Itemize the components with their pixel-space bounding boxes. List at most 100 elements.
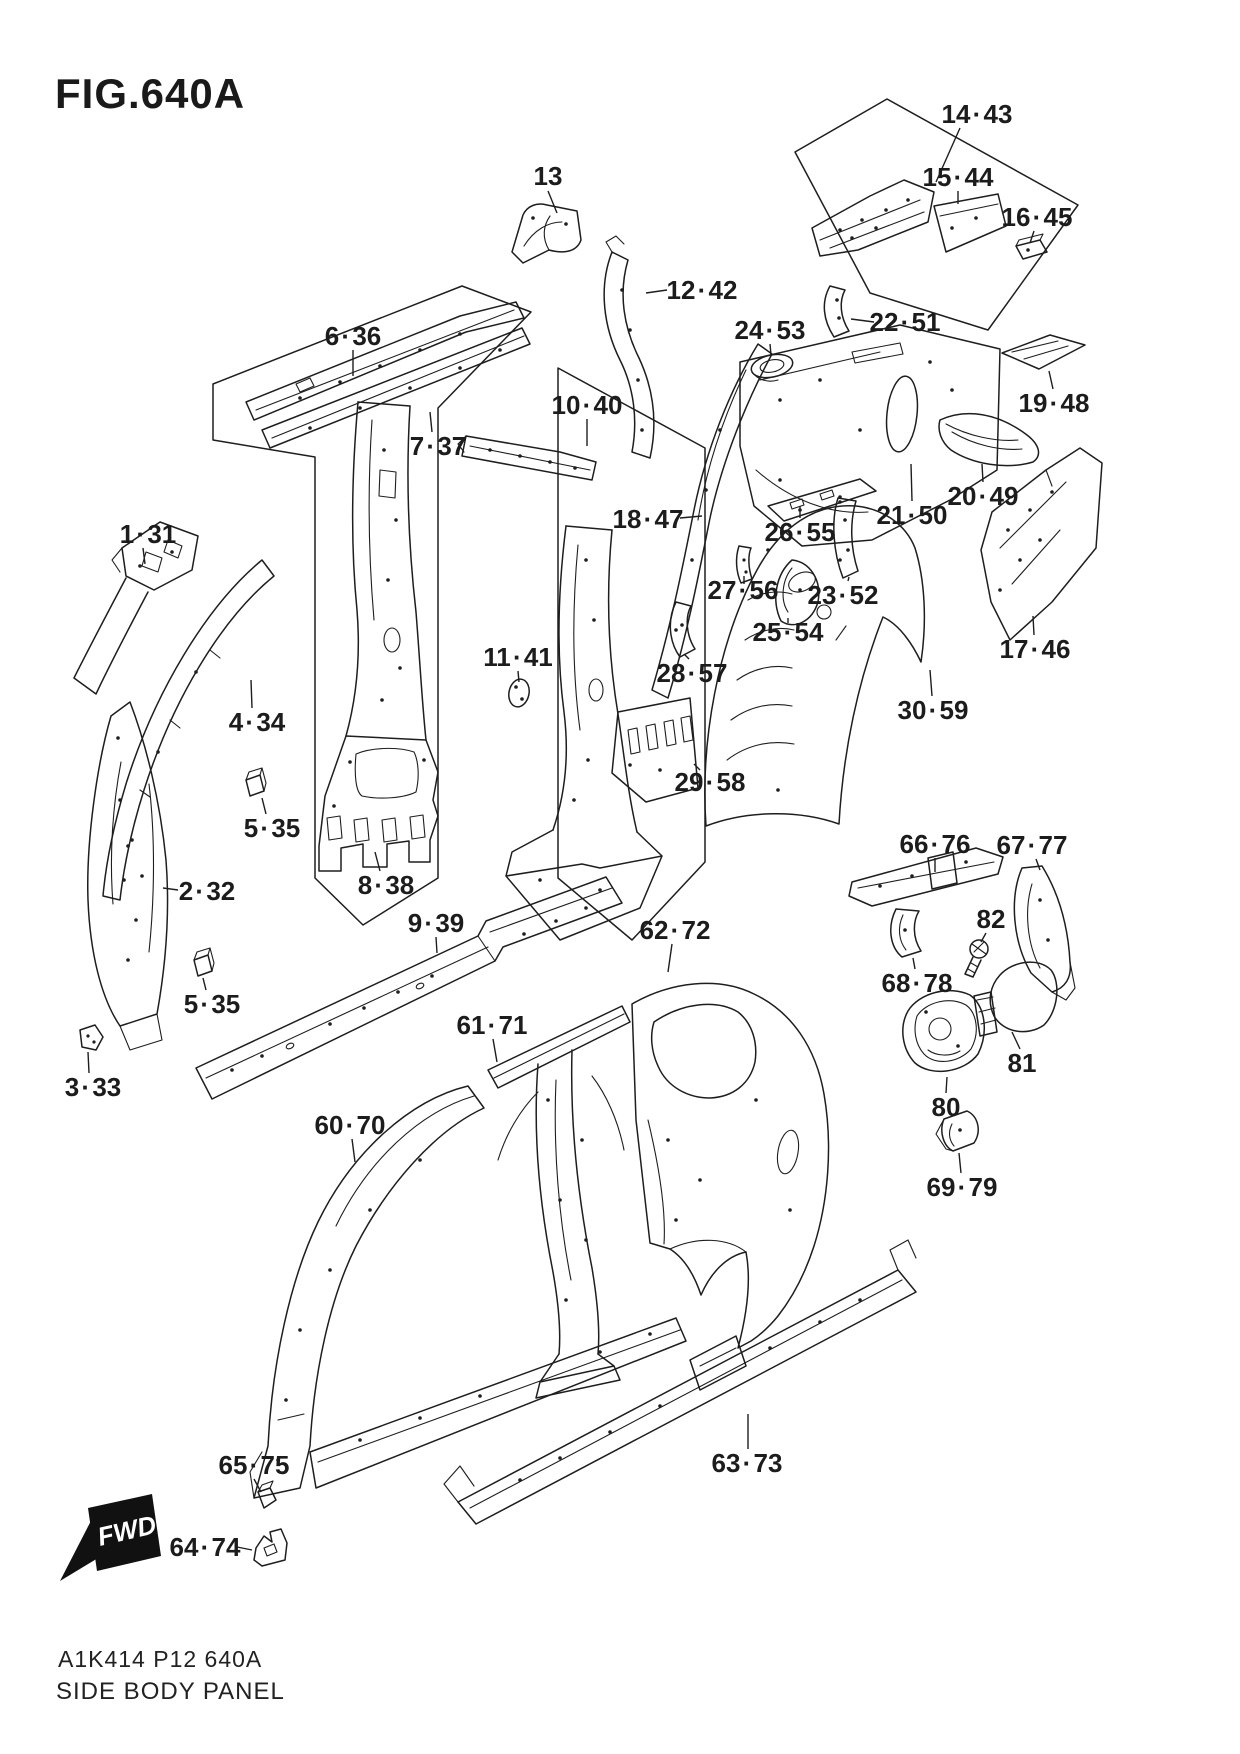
- part-60-front-pillar-section: [249, 1085, 485, 1499]
- part-7-roof-rail-inner: [261, 327, 531, 449]
- part-label-27-56: 27 · 56: [708, 575, 779, 605]
- part-label-69-79: 69 · 79: [927, 1172, 998, 1202]
- part-label-20-49: 20 · 49: [948, 481, 1019, 511]
- part-label-16-45: 16 · 45: [1002, 202, 1073, 232]
- leader-line-82: [980, 932, 987, 943]
- part-label-64-74: 64 · 74: [170, 1532, 241, 1562]
- part-12-pillar-reinforcement: [603, 235, 655, 459]
- leader-line-11-41: [517, 670, 520, 683]
- part-label-25-54: 25 · 54: [753, 617, 824, 647]
- part-label-5-35b: 5 · 35: [184, 989, 241, 1019]
- leader-line-64-74: [236, 1546, 253, 1551]
- leader-line-81: [1011, 1031, 1021, 1050]
- leader-line-2-32: [162, 887, 179, 891]
- leader-line-5-35: [261, 797, 267, 815]
- part-13-quarter-bracket: [511, 203, 582, 264]
- part-label-65-75: 65 · 75: [219, 1450, 290, 1480]
- leader-line-12-42: [645, 289, 668, 294]
- leader-line-29-58: [693, 763, 701, 771]
- part-3-nut: [79, 1024, 104, 1051]
- part-61-roof-rail-section: [487, 1005, 631, 1399]
- construction-box-left: [212, 285, 532, 926]
- part-label-66-76: 66 · 76: [900, 829, 971, 859]
- part-label-1-31: 1 · 31: [120, 519, 177, 549]
- leader-line-67-77: [1035, 858, 1041, 871]
- part-14-rear-rail: [811, 179, 935, 257]
- part-5-clip-lower: [193, 947, 215, 977]
- part-label-61-71: 61 · 71: [457, 1010, 528, 1040]
- part-label-63-73: 63 · 73: [712, 1448, 783, 1478]
- leader-line-1-31: [142, 547, 146, 565]
- part-29-slotted-panel: [611, 697, 699, 803]
- part-label-9-39: 9 · 39: [408, 908, 465, 938]
- part-69-bracket: [935, 1110, 979, 1152]
- part-label-10-40: 10 · 40: [552, 390, 623, 420]
- part-label-28-57: 28 · 57: [657, 658, 728, 688]
- part-label-15-44: 15 · 44: [923, 162, 994, 192]
- leader-line-62-72: [667, 943, 673, 973]
- construction-box-center: [557, 367, 706, 941]
- figure-code: A1K414 P12 640A: [58, 1646, 263, 1672]
- part-80-fuel-housing: [902, 989, 985, 1073]
- part-28-strip: [669, 601, 696, 658]
- part-1-apron-bracket: [73, 521, 199, 695]
- leader-line-30-59: [929, 669, 933, 697]
- part-label-2-32: 2 · 32: [179, 876, 236, 906]
- leader-line-20-49: [981, 463, 984, 483]
- part-11-center-pillar-outer: [505, 525, 663, 941]
- part-82-screw: [964, 939, 989, 978]
- leader-line-28-57: [683, 653, 690, 660]
- leader-line-21-50: [910, 463, 913, 502]
- leader-line-5-35b: [202, 977, 207, 991]
- part-label-62-72: 62 · 72: [640, 915, 711, 945]
- leader-line-61-71: [492, 1038, 498, 1063]
- part-15-rear-rail-extension: [933, 193, 1007, 253]
- part-62-quarter-section: [631, 982, 830, 1349]
- leader-line-3-33: [87, 1051, 90, 1074]
- leader-line-19-48: [1048, 370, 1054, 390]
- part-6-roof-side-rail: [245, 301, 525, 421]
- part-label-13: 13: [534, 161, 563, 191]
- part-label-7-37: 7 · 37: [410, 431, 467, 461]
- fwd-direction-badge: FWD: [60, 1494, 161, 1581]
- part-26-bracket: [767, 478, 877, 522]
- part-label-19-48: 19 · 48: [1019, 388, 1090, 418]
- part-label-5-35: 5 · 35: [244, 813, 301, 843]
- part-label-14-43: 14 · 43: [942, 99, 1013, 129]
- part-68-bracket: [890, 908, 922, 958]
- part-22-strip: [823, 285, 850, 338]
- part-label-67-77: 67 · 77: [997, 830, 1068, 860]
- part-label-82: 82: [977, 904, 1006, 934]
- part-63-sill-outer: [443, 1239, 917, 1525]
- leader-line-80: [945, 1076, 948, 1094]
- part-label-26-55: 26 · 55: [765, 517, 836, 547]
- part-65-clip: [257, 1480, 277, 1509]
- part-9-sill-inner: [195, 876, 623, 1100]
- figure-name: SIDE BODY PANEL: [56, 1678, 285, 1705]
- leader-line-69-79: [958, 1152, 962, 1174]
- leader-line-60-70: [351, 1138, 356, 1163]
- part-4-front-pillar-upper: [102, 559, 275, 901]
- leader-line-24-53: [769, 343, 772, 356]
- part-label-23-52: 23 · 52: [808, 580, 879, 610]
- part-label-81: 81: [1008, 1048, 1037, 1078]
- part-label-68-78: 68 · 78: [882, 968, 953, 998]
- part-20-flange: [938, 413, 1040, 467]
- part-16-bracket: [1015, 233, 1048, 260]
- leader-line-22-51: [850, 318, 875, 323]
- part-label-29-58: 29 · 58: [675, 767, 746, 797]
- leader-line-18-47: [679, 515, 703, 519]
- leader-line-13: [547, 190, 558, 214]
- part-10-roof-rail-outer: [457, 435, 597, 481]
- part-center-pillar-inner: [345, 401, 427, 741]
- leader-line-68-78: [912, 957, 916, 970]
- part-label-8-38: 8 · 38: [358, 870, 415, 900]
- part-label-22-51: 22 · 51: [870, 307, 941, 337]
- part-label-60-70: 60 · 70: [315, 1110, 386, 1140]
- leader-line-14-43: [935, 127, 961, 183]
- part-64-bracket: [253, 1528, 288, 1567]
- part-label-21-50: 21 · 50: [877, 500, 948, 530]
- part-19-sheet: [1001, 334, 1086, 370]
